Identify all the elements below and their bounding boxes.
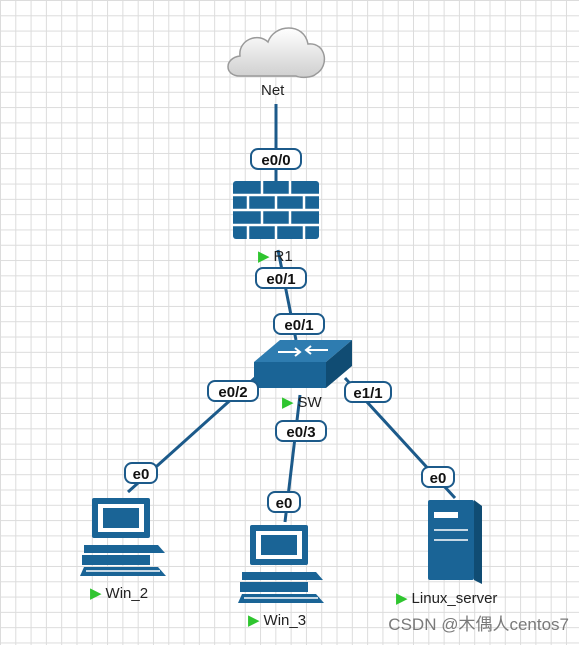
running-status-icon: ▶ <box>396 590 408 607</box>
interface-label-sw-e1-1[interactable]: e1/1 <box>344 381 392 403</box>
switch-icon <box>254 340 352 388</box>
interface-label-r1-e0-1[interactable]: e0/1 <box>255 267 307 289</box>
computer-icon <box>238 525 324 603</box>
node-label-win2[interactable]: ▶Win_2 <box>90 584 148 602</box>
cloud-icon <box>227 27 326 79</box>
node-label-r1[interactable]: ▶R1 <box>258 247 293 265</box>
interface-label-sw-e0-2[interactable]: e0/2 <box>207 380 259 402</box>
node-label-linux[interactable]: ▶Linux_server <box>396 589 497 607</box>
node-label-win3[interactable]: ▶Win_3 <box>248 611 306 629</box>
node-name: Linux_server <box>411 590 498 607</box>
interface-label-sw-e0-1[interactable]: e0/1 <box>273 313 325 335</box>
node-name: Win_3 <box>263 612 307 629</box>
firewall-icon <box>233 181 319 239</box>
interface-label-r1-e0-0[interactable]: e0/0 <box>250 148 302 170</box>
node-name: SW <box>297 394 322 411</box>
running-status-icon: ▶ <box>248 612 260 629</box>
running-status-icon: ▶ <box>258 248 270 265</box>
node-label-sw[interactable]: ▶SW <box>282 393 322 411</box>
interface-label-win3-e0[interactable]: e0 <box>267 491 301 513</box>
interface-label-win2-e0[interactable]: e0 <box>124 462 158 484</box>
interface-label-linux-e0[interactable]: e0 <box>421 466 455 488</box>
running-status-icon: ▶ <box>282 394 294 411</box>
watermark: CSDN @木偶人centos7 <box>388 615 569 634</box>
computer-icon <box>80 498 166 576</box>
node-name: R1 <box>273 248 293 265</box>
running-status-icon: ▶ <box>90 585 102 602</box>
server-icon <box>428 500 482 584</box>
interface-label-sw-e0-3[interactable]: e0/3 <box>275 420 327 442</box>
node-label-net: Net <box>261 82 285 99</box>
node-name: Win_2 <box>105 585 149 602</box>
